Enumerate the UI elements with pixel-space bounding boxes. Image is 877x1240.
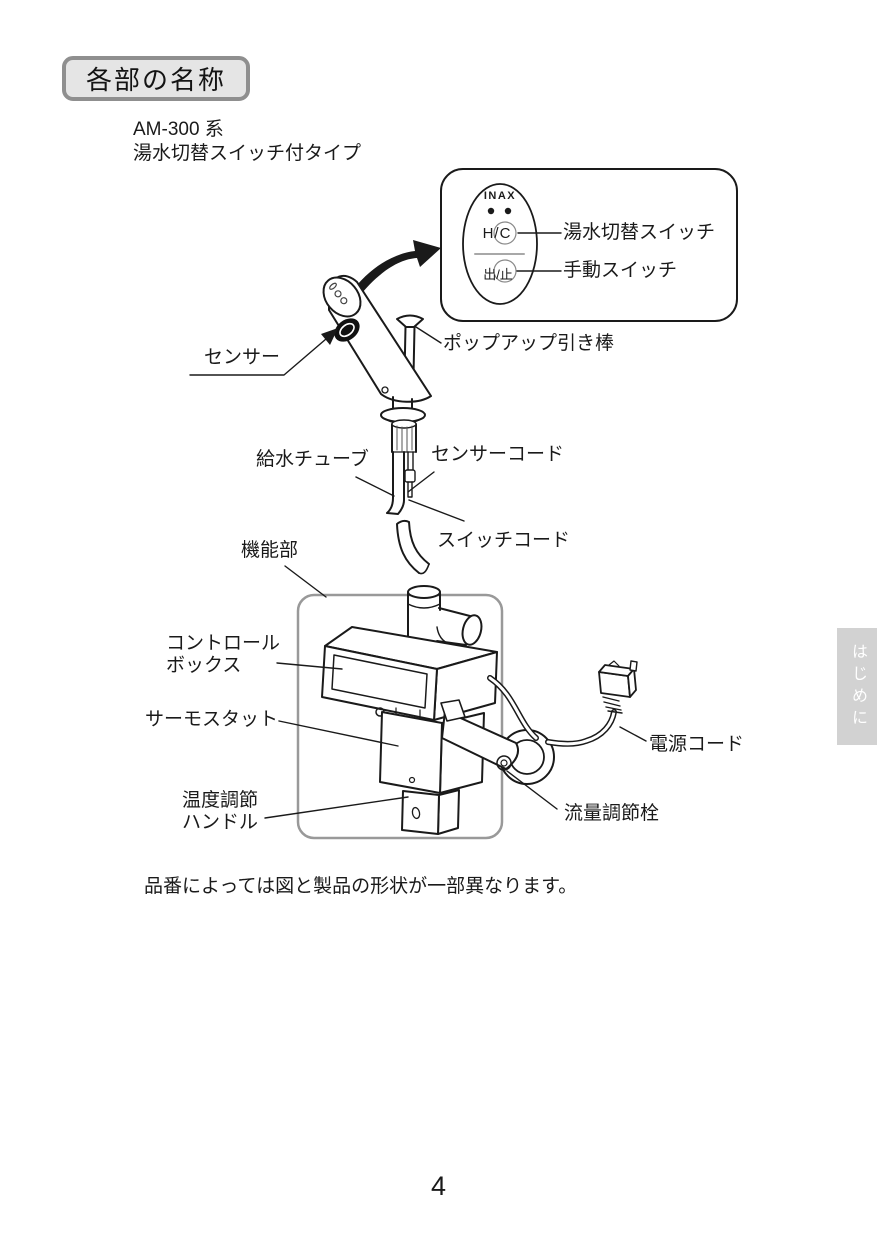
faucet-spout-drawing [322, 274, 432, 453]
label-control-box: コントロール ボックス [166, 633, 281, 676]
tube-and-cords-drawing [386, 451, 430, 575]
footnote: 品番によっては図と製品の形状が一部異なります。 [144, 876, 578, 897]
label-hc-switch: 湯水切替スイッチ [563, 222, 716, 243]
label-thermostat: サーモスタット [145, 709, 279, 730]
label-switch-cord: スイッチコード [437, 530, 571, 551]
label-flow-valve: 流量調節栓 [564, 803, 660, 824]
label-supply-tube: 給水チューブ [256, 449, 369, 470]
label-temp-handle: 温度調節 ハンドル [182, 790, 259, 833]
section-title: 各部の名称 [85, 65, 226, 95]
page-number: 4 [430, 1171, 447, 1201]
section-title-box: 各部の名称 [62, 56, 250, 101]
label-manual-switch: 手動スイッチ [563, 260, 678, 281]
inax-logo-text: INAX [483, 190, 517, 202]
label-function-unit: 機能部 [241, 540, 299, 561]
model-heading: AM-300 系 湯水切替スイッチ付タイプ [133, 118, 361, 166]
model-type: 湯水切替スイッチ付タイプ [133, 143, 362, 164]
side-tab-hajimeni: はじめに [837, 628, 877, 745]
curved-arrow [350, 240, 441, 299]
model-series: AM-300 系 [133, 119, 224, 140]
label-sensor: センサー [204, 347, 281, 368]
power-cord-drawing [487, 660, 638, 747]
manual-switch-text: 出/止 [483, 267, 513, 282]
leader-lines [189, 326, 647, 819]
label-popup-rod: ポップアップ引き棒 [443, 333, 615, 354]
function-unit-outline [296, 593, 504, 840]
label-power-cord: 電源コード [649, 734, 745, 755]
flow-valve-drawing [440, 699, 555, 785]
hc-switch-text: H/C [482, 225, 512, 242]
temp-handle-drawing [401, 789, 460, 835]
label-sensor-cord: センサーコード [431, 444, 565, 465]
callout-box-drawing [440, 168, 738, 322]
